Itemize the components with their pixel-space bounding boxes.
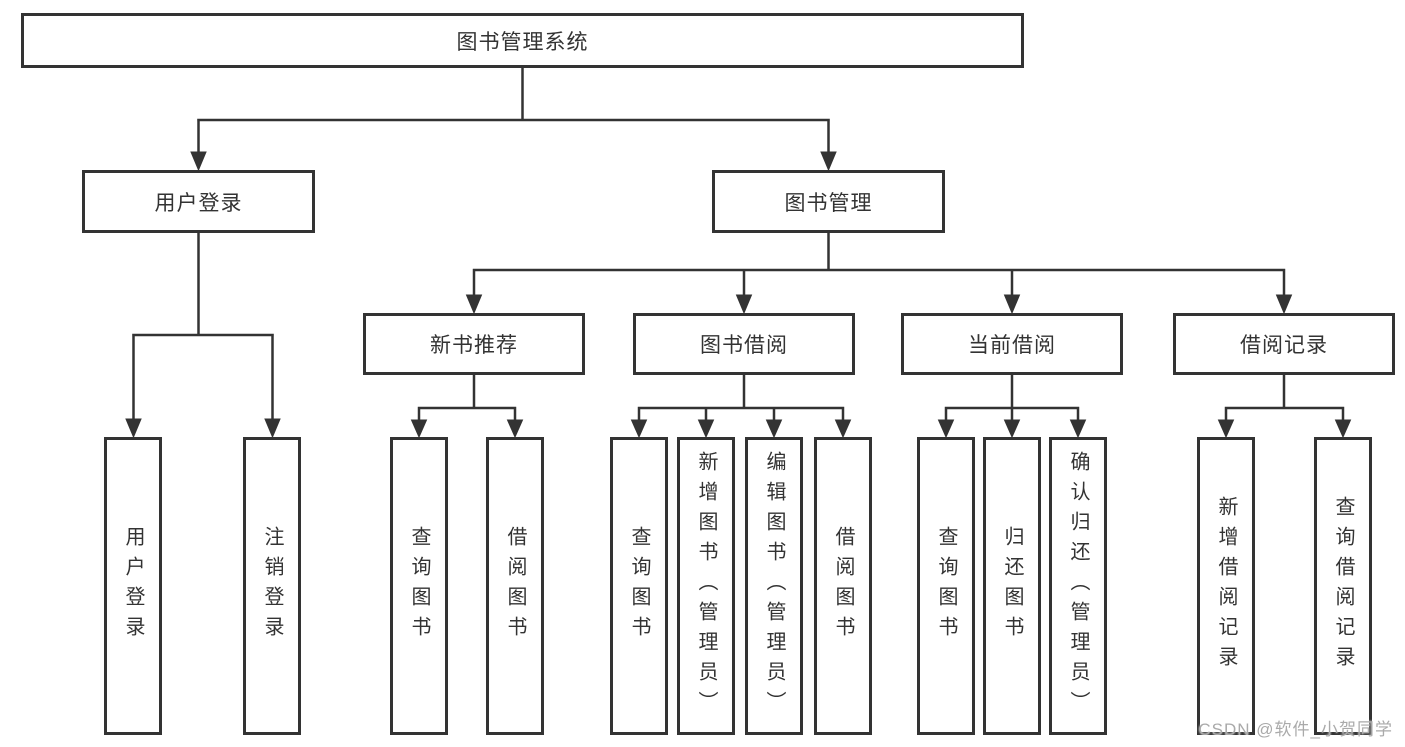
node-label: 图书管理系统: [456, 30, 589, 54]
leaf-borrowing-borrow-books: 借阅图书: [814, 437, 872, 735]
leaf-label: 确认归还（管理员）: [1067, 451, 1089, 721]
leaf-label: 新增借阅记录: [1215, 496, 1237, 676]
leaf-current-query-books: 查询图书: [917, 437, 975, 735]
node-new-book-recommend: 新书推荐: [363, 313, 585, 375]
leaf-records-query-record: 查询借阅记录: [1314, 437, 1372, 735]
node-label: 新书推荐: [430, 334, 518, 357]
leaf-borrowing-add-books-admin: 新增图书（管理员）: [677, 437, 735, 735]
leaf-newrec-borrow-books: 借阅图书: [486, 437, 544, 735]
connector-user-login-to-leaves: [125, 233, 281, 439]
leaf-label: 查询借阅记录: [1332, 496, 1354, 676]
leaf-current-confirm-return-admin: 确认归还（管理员）: [1049, 437, 1107, 735]
node-user-login: 用户登录: [82, 170, 315, 233]
leaf-label: 编辑图书（管理员）: [763, 451, 785, 721]
node-label: 借阅记录: [1240, 334, 1328, 357]
connector-root-to-level2: [190, 67, 837, 172]
node-label: 用户登录: [154, 191, 243, 215]
node-current-borrowing: 当前借阅: [901, 313, 1123, 375]
leaf-label: 查询图书: [408, 526, 430, 646]
leaf-current-return-books: 归还图书: [983, 437, 1041, 735]
leaf-label: 注销登录: [261, 526, 283, 646]
leaf-label: 借阅图书: [504, 526, 526, 646]
node-root-system: 图书管理系统: [21, 13, 1024, 68]
connector-borrowing-records-to-leaves: [1217, 375, 1352, 439]
node-borrowing-records: 借阅记录: [1173, 313, 1395, 375]
leaf-label: 用户登录: [122, 526, 144, 646]
leaf-user-login: 用户登录: [104, 437, 162, 735]
node-book-management: 图书管理: [712, 170, 945, 233]
leaf-label: 新增图书（管理员）: [695, 451, 717, 721]
csdn-watermark: CSDN @软件_小贺同学: [1198, 720, 1393, 739]
leaf-label: 查询图书: [628, 526, 650, 646]
connector-new-book-recommend-to-leaves: [410, 375, 524, 439]
leaf-logout-login: 注销登录: [243, 437, 301, 735]
leaf-records-add-record: 新增借阅记录: [1197, 437, 1255, 735]
leaf-borrowing-edit-books-admin: 编辑图书（管理员）: [745, 437, 803, 735]
leaf-label: 归还图书: [1001, 526, 1023, 646]
leaf-label: 借阅图书: [832, 526, 854, 646]
connector-current-borrowing-to-leaves: [937, 375, 1087, 439]
leaf-borrowing-query-books: 查询图书: [610, 437, 668, 735]
node-label: 图书管理: [784, 191, 873, 215]
connector-book-management-to-level3: [465, 233, 1293, 315]
connector-book-borrowing-to-leaves: [630, 375, 852, 439]
node-label: 图书借阅: [700, 334, 788, 357]
node-label: 当前借阅: [968, 334, 1056, 357]
node-book-borrowing: 图书借阅: [633, 313, 855, 375]
leaf-newrec-query-books: 查询图书: [390, 437, 448, 735]
leaf-label: 查询图书: [935, 526, 957, 646]
